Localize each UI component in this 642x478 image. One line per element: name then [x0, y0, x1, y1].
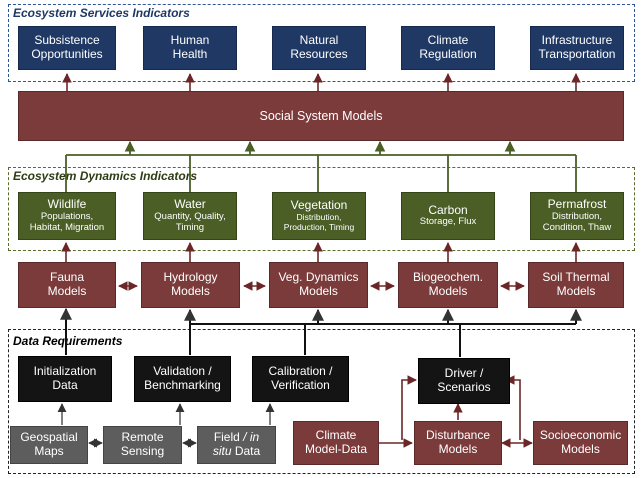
dynamics-to-social-arrows — [65, 140, 577, 192]
dynamics-permafrost: Permafrost Distribution, Condition, Thaw — [530, 192, 624, 240]
model-biogeochem: Biogeochem.Models — [398, 262, 498, 308]
dynamics-section-title: Ecosystem Dynamics Indicators — [13, 169, 198, 183]
dynamics-carbon: Carbon Storage, Flux — [401, 192, 495, 240]
dynamics-water: Water Quantity, Quality, Timing — [143, 192, 237, 240]
social-system-models: Social System Models — [18, 91, 624, 141]
req-driver-scenarios: Driver /Scenarios — [418, 358, 510, 404]
data-section — [8, 329, 635, 474]
data-to-models-lines — [60, 307, 582, 357]
req-calibration: Calibration /Verification — [252, 356, 349, 402]
input-links — [57, 403, 275, 448]
social-to-services-arrows — [62, 73, 581, 92]
data-section-title: Data Requirements — [13, 334, 123, 348]
dynamics-wildlife: Wildlife Populations, Habitat, Migration — [18, 192, 116, 240]
models-to-dynamics-arrows — [61, 242, 581, 262]
driver-links — [378, 375, 533, 448]
services-section-title: Ecosystem Services Indicators — [13, 6, 190, 20]
dynamics-vegetation: Vegetation Distribution, Production, Tim… — [272, 192, 366, 240]
req-validation: Validation /Benchmarking — [134, 356, 231, 402]
input-field-data: Field / in situ Data — [197, 426, 276, 464]
